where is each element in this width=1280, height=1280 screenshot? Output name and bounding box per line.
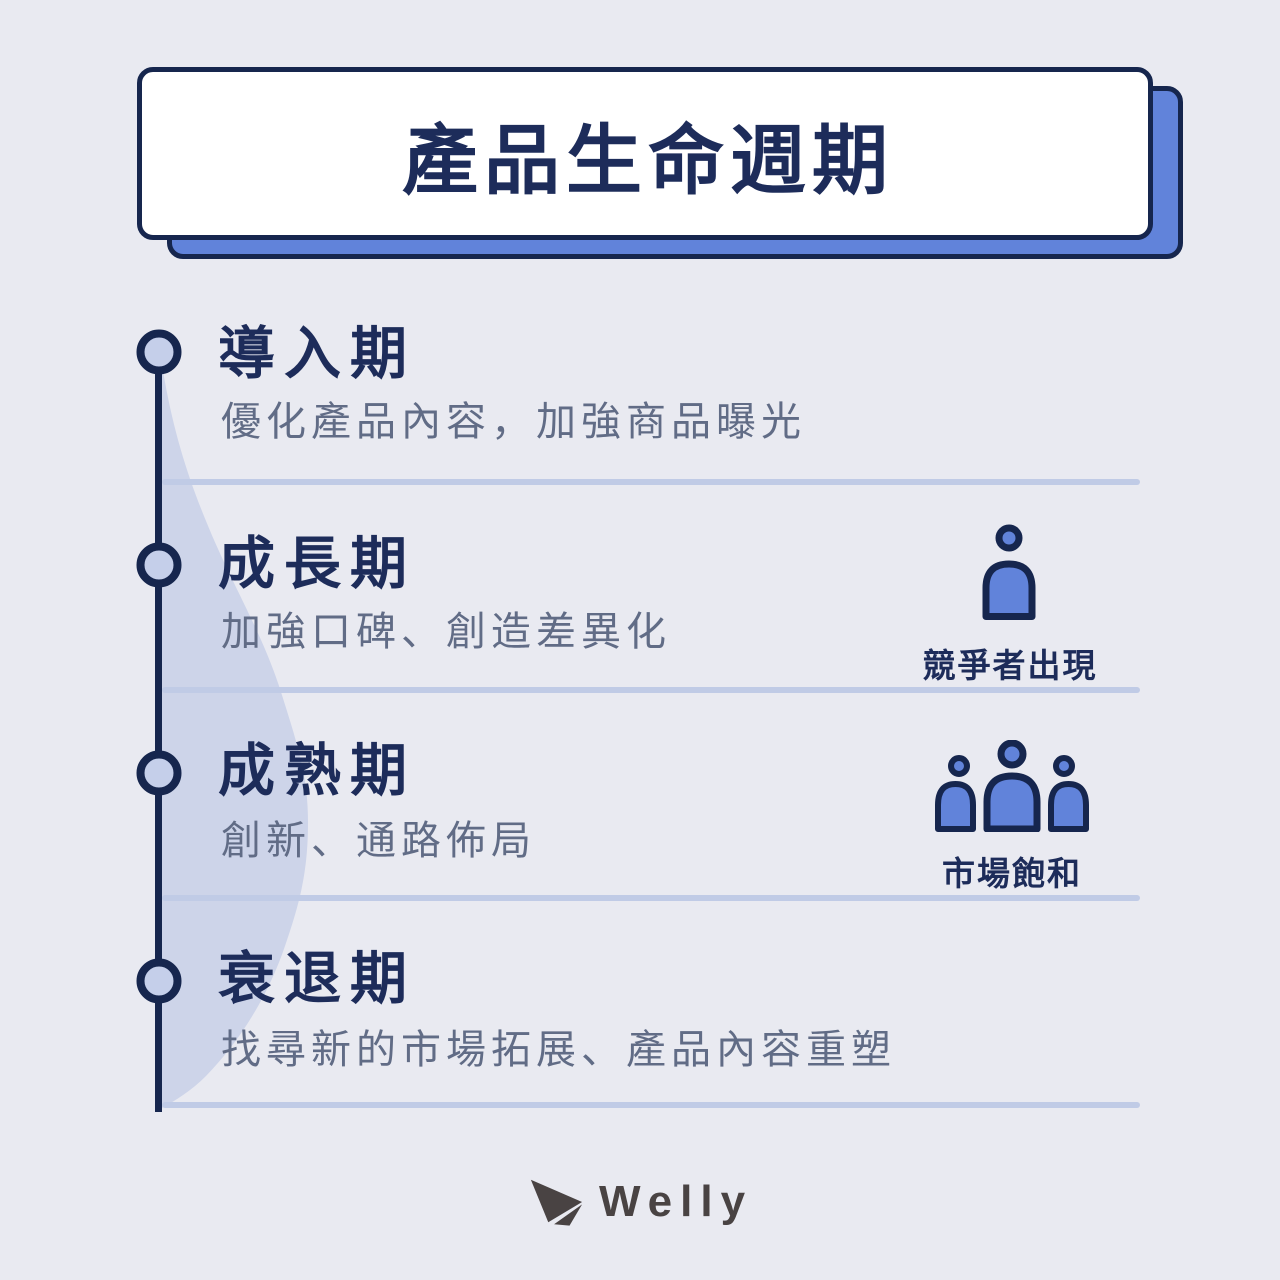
callout-saturation: 市場飽和 bbox=[902, 739, 1122, 895]
page-title: 產品生命週期 bbox=[402, 118, 894, 204]
timeline-node-4 bbox=[136, 958, 182, 1004]
title-card: 產品生命週期 bbox=[137, 67, 1153, 240]
brand-name: Welly bbox=[598, 1177, 754, 1226]
divider bbox=[162, 1102, 1140, 1108]
timeline-node-3 bbox=[136, 750, 182, 796]
paper-plane-icon bbox=[530, 1179, 583, 1226]
callout-competitor: 競爭者出現 bbox=[900, 524, 1120, 687]
callout-label-saturation: 市場飽和 bbox=[942, 855, 1082, 892]
divider bbox=[162, 895, 1140, 901]
timeline-node-2 bbox=[136, 542, 182, 588]
stage-desc-maturity: 創新、通路佈局 bbox=[221, 819, 536, 863]
divider bbox=[162, 479, 1140, 485]
callout-label-competitor: 競爭者出現 bbox=[922, 647, 1098, 684]
stage-title-introduction: 導入期 bbox=[218, 322, 416, 386]
timeline-node-1 bbox=[136, 329, 182, 375]
stage-desc-growth: 加強口碑、創造差異化 bbox=[221, 610, 671, 654]
person-icon bbox=[982, 524, 1036, 620]
stage-title-growth: 成長期 bbox=[218, 532, 416, 596]
stage-desc-introduction: 優化產品內容，加強商品曝光 bbox=[221, 400, 806, 444]
stage-title-maturity: 成熟期 bbox=[218, 739, 416, 803]
people-group-icon bbox=[935, 739, 1089, 833]
stage-title-decline: 衰退期 bbox=[218, 947, 416, 1011]
brand-footer: Welly bbox=[0, 1176, 1280, 1228]
stage-desc-decline: 找尋新的市場拓展、產品內容重塑 bbox=[221, 1028, 896, 1072]
divider bbox=[162, 687, 1140, 693]
